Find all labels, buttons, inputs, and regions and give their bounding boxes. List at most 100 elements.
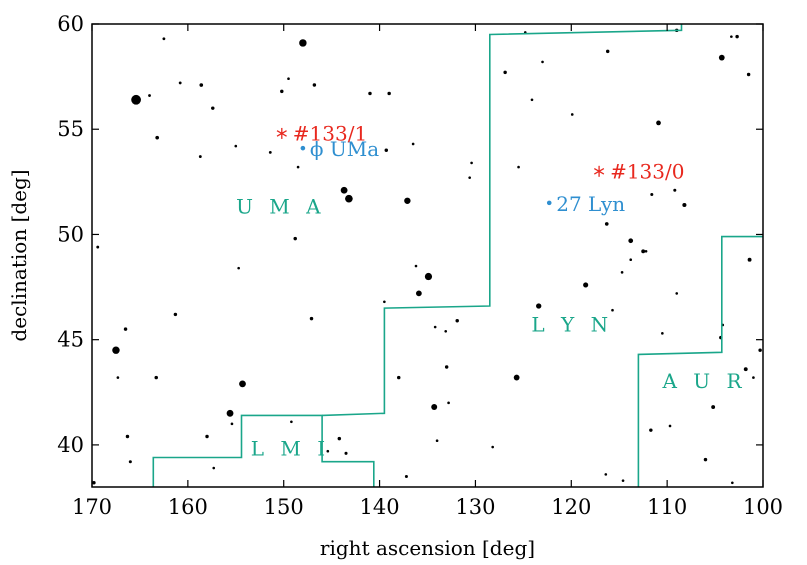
star-point [280,89,284,94]
star-point [415,290,422,297]
star-point [503,70,507,75]
constellation-label: A U R [661,369,746,393]
star-point [673,188,677,192]
star-point [211,106,215,110]
x-tick-label: 130 [455,495,495,519]
star-point [611,308,614,312]
star-point [620,271,624,274]
x-tick-label: 170 [72,495,112,519]
y-tick-label: 60 [57,12,84,36]
star-point [517,165,520,169]
star-point [387,91,391,96]
star-point [237,266,240,270]
star-point [444,329,448,333]
star-point [178,81,182,85]
star-point [621,479,625,482]
star-point [444,365,449,369]
star-point [735,34,739,39]
star-point [747,257,752,262]
star-point [125,434,130,439]
star-point [154,375,158,380]
star-point [641,249,646,254]
x-axis-label: right ascension [deg] [320,536,535,560]
star-point [758,348,762,352]
star-point [431,404,438,411]
constellation-boundary [152,414,375,487]
star-point [668,424,672,428]
star-point [730,35,733,38]
constellation-label: L M I [251,436,330,460]
star-point [752,376,755,379]
x-tick-label: 160 [168,495,208,519]
star-point [455,319,459,323]
star-point [123,327,128,331]
detection-label: #133/0 [610,159,684,183]
star-point [92,481,96,485]
star-point [155,135,160,140]
star-point [116,376,120,379]
star-point [649,428,653,432]
star-point [583,282,589,288]
star-point [239,380,246,388]
named-star-point [546,200,552,206]
star-point [368,91,372,96]
star-point [629,258,633,262]
star-point [173,312,178,317]
y-axis-label: declination [deg] [7,169,31,341]
star-point [148,94,151,97]
star-point [309,316,314,321]
star-point [711,405,716,409]
star-point [205,434,209,439]
star-point [226,409,234,417]
detection-marker [276,127,287,139]
star-point [212,466,216,470]
star-point [230,422,234,426]
star-point [491,445,494,449]
y-tick-label: 45 [57,328,84,352]
y-tick-label: 50 [57,222,84,246]
constellation-boundary [322,24,683,417]
star-point [312,83,317,87]
star-point [468,176,471,179]
star-point [404,197,411,204]
star-point [604,222,609,226]
star-point [703,457,708,462]
named-star-label: ϕ UMa [310,137,379,161]
star-point [397,375,401,380]
constellation-boundary [637,235,763,487]
star-point [198,155,202,158]
star-point [199,83,204,87]
star-point [299,39,307,47]
plot-frame [91,23,764,488]
star-point [337,436,342,441]
star-point [675,292,679,295]
x-tick-label: 140 [360,495,400,519]
star-point [682,202,687,208]
detection-label: #133/1 [293,121,367,145]
star-point [268,150,272,154]
constellation-boundaries [152,24,763,487]
star-point [530,98,534,102]
star-point [345,194,353,203]
x-tick-label: 110 [647,495,687,519]
star-point [604,473,608,476]
named-star-point [300,145,306,151]
star-point [570,113,574,116]
y-tick-label: 40 [57,433,84,457]
star-point [326,449,330,453]
star-point [414,264,418,268]
x-tick-label: 150 [264,495,304,519]
star-point [234,144,238,148]
star-point [131,94,141,105]
x-tick-label: 120 [551,495,591,519]
constellation-label: U M A [236,194,326,218]
star-point [424,272,433,281]
star-point [470,161,473,165]
star-point [656,120,661,126]
star-point [384,148,389,153]
star-point [628,238,634,244]
star-point [112,346,120,354]
star-point [404,474,408,478]
